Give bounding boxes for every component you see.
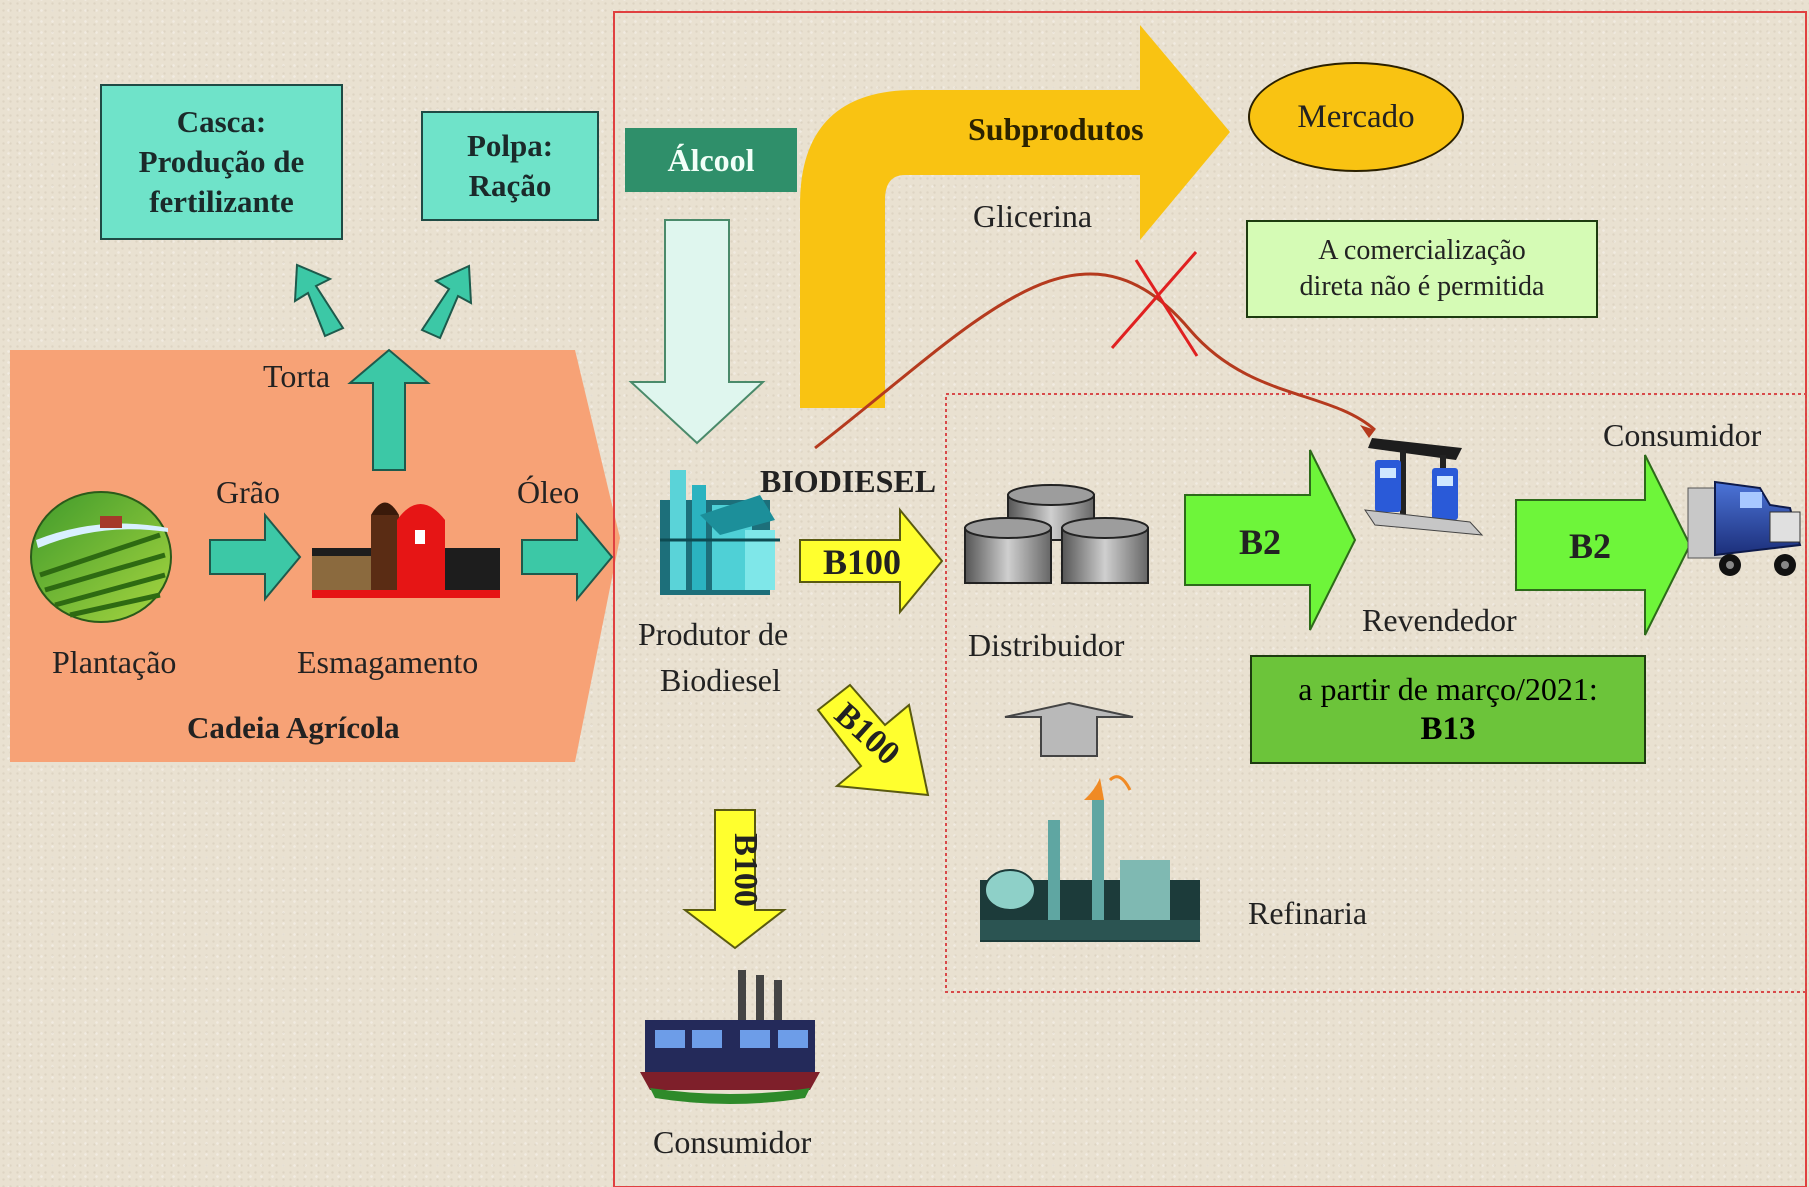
direct-sale-note: A comercialização direta não é permitida: [1246, 220, 1598, 318]
casca-diag-arrow: [293, 263, 345, 338]
biodiesel-frame: [613, 11, 1807, 1187]
b100-down-arrow: [682, 809, 787, 950]
polpa-box: Polpa: Ração: [421, 111, 599, 221]
b2-label-2: B2: [1569, 526, 1611, 566]
alcool-box: Álcool: [625, 128, 797, 192]
b13-line-2: B13: [1420, 710, 1476, 747]
subprodutos-label: Subprodutos: [968, 111, 1144, 147]
oleo-label: Óleo: [517, 474, 580, 510]
esmagamento-label: Esmagamento: [297, 644, 479, 680]
direct-sale-curve: [814, 272, 1376, 450]
note-line-2: direta não é permitida: [1299, 271, 1545, 302]
polpa-line-2: Ração: [468, 168, 552, 203]
biodiesel-plant-icon: [660, 470, 780, 595]
torta-label: Torta: [263, 358, 331, 394]
grao-label: Grão: [216, 474, 280, 510]
oleo-arrow: [521, 512, 614, 602]
b2-label-1: B2: [1239, 522, 1281, 562]
distribuidor-label: Distribuidor: [968, 627, 1125, 663]
b100-right-arrow: [799, 507, 944, 615]
truck-icon: [1687, 480, 1802, 576]
cadeia-agricola-label: Cadeia Agrícola: [187, 710, 400, 745]
b100-right-label: B100: [823, 542, 901, 582]
refinery-icon: [980, 775, 1200, 942]
factory-icon: [640, 970, 820, 1104]
casca-box: Casca: Produção de fertilizante: [100, 84, 343, 240]
cross-mark-b: [1110, 251, 1198, 349]
b100-down-label: B100: [727, 833, 764, 907]
mercado-label: Mercado: [1297, 98, 1415, 135]
alcool-down-arrow: [628, 219, 766, 445]
mercado-ellipse: Mercado: [1248, 62, 1464, 172]
barn-icon: [312, 502, 500, 598]
casca-line-2: Produção de: [138, 143, 305, 179]
revendedor-label: Revendedor: [1362, 602, 1517, 638]
polpa-diag-arrow: [420, 264, 473, 340]
direct-sale-arrowhead: [1360, 425, 1375, 438]
casca-line-1: Casca:: [176, 103, 267, 139]
plantacao-label: Plantação: [52, 644, 177, 680]
subproducts-arrow: [800, 25, 1230, 408]
distribution-frame: [945, 393, 1807, 993]
glicerina-label: Glicerina: [973, 198, 1093, 234]
casca-line-3: fertilizante: [149, 184, 294, 220]
alcool-label: Álcool: [667, 141, 755, 178]
torta-up-arrow: [347, 348, 431, 471]
consumidor-factory-label: Consumidor: [653, 1124, 812, 1160]
note-line-1: A comercialização: [1318, 234, 1526, 266]
consumidor-truck-label: Consumidor: [1603, 417, 1762, 453]
b13-line-1: a partir de março/2021:: [1298, 670, 1598, 707]
cross-mark-a: [1134, 259, 1199, 357]
fuel-pump-icon: [1363, 438, 1484, 536]
produtor-line-2: Biodiesel: [660, 662, 781, 698]
refinaria-label: Refinaria: [1248, 895, 1368, 931]
refinery-up-arrow: [1004, 701, 1134, 757]
b13-box: a partir de março/2021: B13: [1250, 655, 1646, 764]
grao-arrow: [209, 512, 302, 602]
b2-arrow-2: [1515, 454, 1692, 636]
plantation-icon: [30, 491, 172, 623]
polpa-line-1: Polpa:: [466, 127, 554, 163]
distribution-tanks-icon: [964, 484, 1149, 584]
biodiesel-label: BIODIESEL: [760, 463, 937, 499]
b2-arrow-1: [1184, 449, 1357, 631]
b100-diag-arrow: [816, 683, 930, 797]
produtor-line-1: Produtor de: [638, 616, 789, 652]
